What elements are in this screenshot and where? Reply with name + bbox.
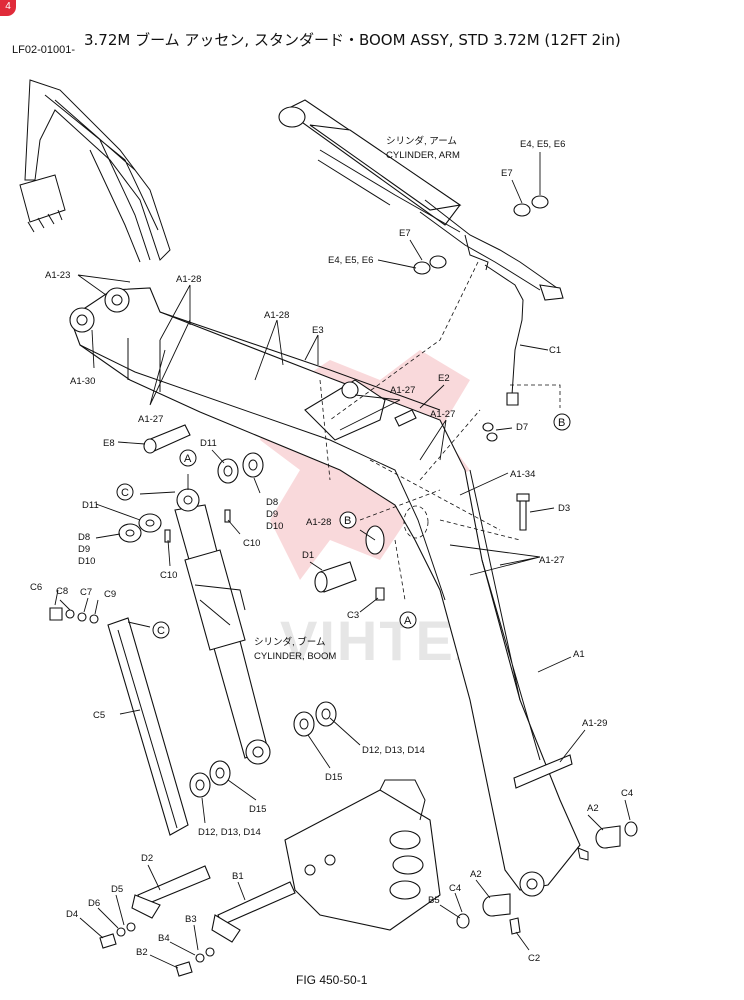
label-d3: D3 — [558, 503, 570, 514]
label-b2: B2 — [136, 947, 148, 958]
label-d10-top: D10 — [266, 521, 283, 532]
boom-cylinder — [174, 488, 271, 765]
document-reference: LF02-01001- — [12, 44, 75, 56]
cylinder-captions: シリンダ, アーム CYLINDER, ARM シリンダ, ブーム CYLIND… — [254, 135, 460, 662]
caption-arm-cylinder-jp: シリンダ, アーム — [386, 135, 457, 147]
label-d10-left: D10 — [78, 556, 95, 567]
label-c4-low: C4 — [449, 883, 461, 894]
label-d4: D4 — [66, 909, 78, 920]
label-e4-e5-e6-top: E4, E5, E6 — [520, 139, 565, 150]
label-d12-d13-d14-right: D12, D13, D14 — [362, 745, 425, 756]
boom-cylinder-bushings — [118, 452, 337, 798]
label-a1-30: A1-30 — [70, 376, 95, 387]
label-a1: A1 — [573, 649, 585, 660]
label-d8-top: D8 — [266, 497, 278, 508]
label-d15-low: D15 — [249, 804, 266, 815]
label-e8: E8 — [103, 438, 115, 449]
label-d9-left: D9 — [78, 544, 90, 555]
ref-letter-c-mid: C — [121, 487, 129, 499]
label-a1-28-mid: A1-28 — [264, 310, 289, 321]
label-a1-27-low: A1-27 — [539, 555, 564, 566]
caption-boom-cylinder-jp: シリンダ, ブーム — [254, 636, 326, 648]
label-a1-23: A1-23 — [45, 270, 70, 281]
label-d7: D7 — [516, 422, 528, 433]
label-d11-left: D11 — [82, 500, 99, 511]
label-e2: E2 — [438, 373, 450, 384]
label-b3: B3 — [185, 914, 197, 925]
label-c2: C2 — [528, 953, 540, 964]
ref-marker-c-mid — [116, 483, 134, 501]
label-a1-27-left: A1-27 — [138, 414, 163, 425]
label-b1: B1 — [232, 871, 244, 882]
cover-plate — [107, 617, 189, 836]
label-c6: C6 — [30, 582, 42, 593]
page-title: 3.72M ブーム アッセン, スタンダード・BOOM ASSY, STD 3.… — [84, 31, 621, 49]
ref-marker-c-left — [152, 621, 170, 639]
label-c4-right: C4 — [621, 788, 633, 799]
label-c10-left: C10 — [160, 570, 177, 581]
label-c3: C3 — [347, 610, 359, 621]
label-b5: B5 — [428, 895, 440, 906]
label-e7-top: E7 — [501, 168, 513, 179]
arm-seals — [413, 195, 549, 275]
label-a1-28-top: A1-28 — [176, 274, 201, 285]
label-d8-left: D8 — [78, 532, 90, 543]
label-a1-27-center: A1-27 — [390, 385, 415, 396]
label-d15-right: D15 — [325, 772, 342, 783]
label-e3: E3 — [312, 325, 324, 336]
part-labels: A1-23 A1-28 A1-30 A1-28 E3 A1-27 E8 D11 … — [30, 139, 633, 964]
ref-letter-a-low: A — [404, 615, 412, 627]
label-a1-27-right: A1-27 — [430, 409, 455, 420]
excavator-overview — [19, 79, 171, 263]
leader-lines — [54, 152, 631, 969]
label-e4-e5-e6-mid: E4, E5, E6 — [328, 255, 373, 266]
ref-marker-a-top — [179, 449, 197, 467]
label-c5: C5 — [93, 710, 105, 721]
ref-marker-b-right — [553, 413, 571, 431]
label-c1: C1 — [549, 345, 561, 356]
reference-letters: A C C B A B — [121, 417, 565, 637]
label-d6: D6 — [88, 898, 100, 909]
label-a2-low: A2 — [470, 869, 482, 880]
label-d5: D5 — [111, 884, 123, 895]
label-d11-top: D11 — [200, 438, 217, 449]
caption-arm-cylinder-en: CYLINDER, ARM — [386, 150, 460, 161]
label-a1-34: A1-34 — [510, 469, 535, 480]
pins-and-bolts — [49, 409, 638, 935]
label-d2: D2 — [141, 853, 153, 864]
reference-markers — [116, 413, 571, 639]
foot-pins — [99, 865, 296, 977]
ref-marker-a-low — [399, 611, 417, 629]
boom-foot-bracket — [284, 779, 441, 931]
caption-boom-cylinder-en: CYLINDER, BOOM — [254, 651, 336, 662]
label-d12-d13-d14-low: D12, D13, D14 — [198, 827, 261, 838]
label-c7: C7 — [80, 587, 92, 598]
label-e7-mid: E7 — [399, 228, 411, 239]
label-d9-top: D9 — [266, 509, 278, 520]
boom-assembly — [69, 287, 589, 897]
label-a1-28-center: A1-28 — [306, 517, 331, 528]
page-corner-badge: 4 — [0, 0, 16, 16]
label-a1-29: A1-29 — [582, 718, 607, 729]
label-c10-mid: C10 — [243, 538, 260, 549]
ref-letter-b-mid: B — [344, 515, 351, 527]
label-d1: D1 — [302, 550, 314, 561]
ref-marker-b-mid — [339, 511, 357, 529]
label-a2-right: A2 — [587, 803, 599, 814]
arm-cylinder — [278, 99, 564, 406]
ref-letter-c-left: C — [157, 625, 165, 637]
label-c8: C8 — [56, 586, 68, 597]
ref-letter-b-right: B — [558, 417, 565, 429]
label-c9: C9 — [104, 589, 116, 600]
ref-letter-a-top: A — [184, 453, 192, 465]
label-b4: B4 — [158, 933, 170, 944]
figure-number: FIG 450-50-1 — [296, 973, 368, 987]
